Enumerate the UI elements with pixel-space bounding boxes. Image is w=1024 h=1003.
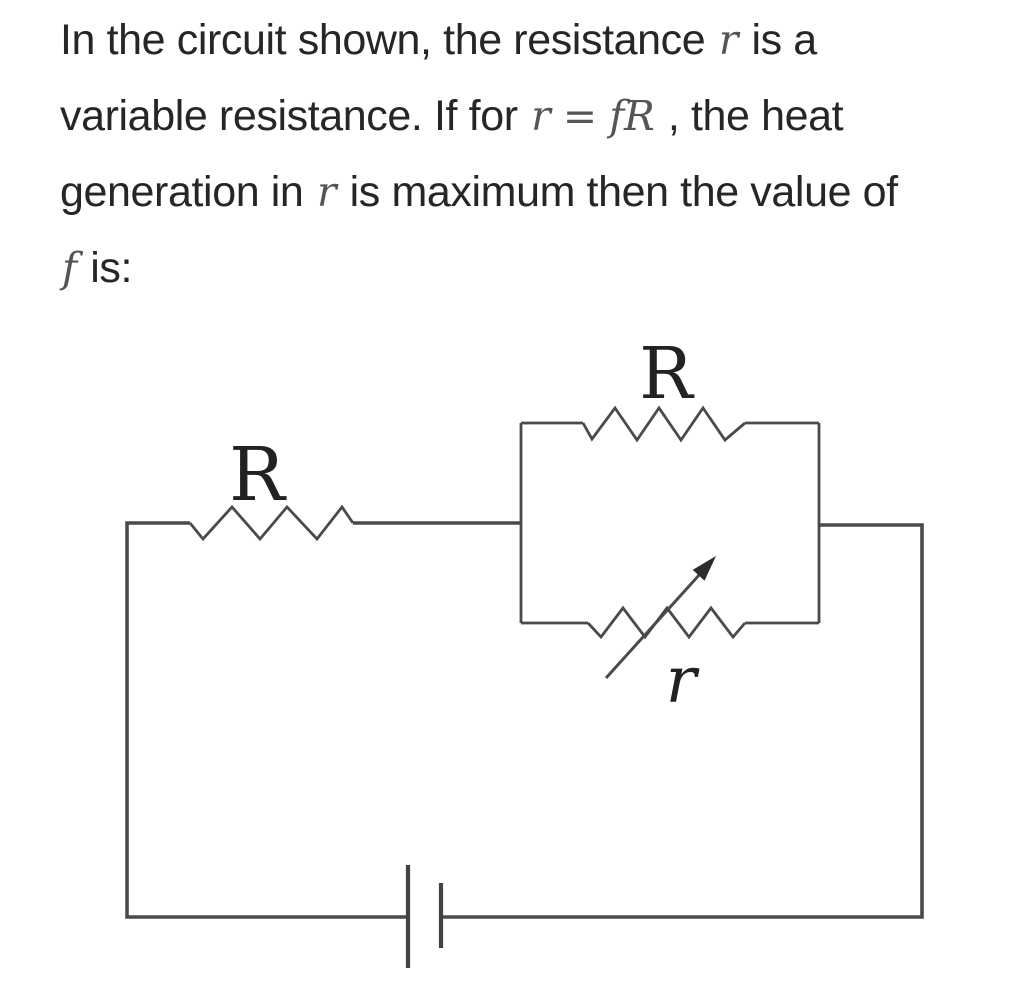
question-text: In the circuit shown, the resistance r i… bbox=[60, 2, 1020, 306]
variable-resistor-label: r bbox=[666, 644, 700, 718]
math-variable-f: f bbox=[62, 244, 77, 292]
question-line-1: In the circuit shown, the resistance r i… bbox=[60, 2, 1020, 78]
variable-resistor-zigzag bbox=[586, 605, 747, 640]
parallel-box-wire bbox=[519, 421, 821, 625]
math-variable-r: r bbox=[718, 16, 739, 64]
parallel-resistor-zigzag bbox=[581, 405, 746, 443]
outer-loop-wire bbox=[125, 521, 924, 919]
variable-resistor-arrow-head bbox=[692, 556, 716, 581]
question-text-segment: generation in bbox=[60, 168, 315, 216]
question-text-segment: is: bbox=[78, 244, 133, 292]
question-text-segment: is a bbox=[739, 16, 817, 64]
parallel-resistor-label: R bbox=[639, 332, 695, 415]
math-equation-r-equals-fR: r = fR bbox=[531, 92, 655, 140]
question-line-4: f is: bbox=[60, 230, 1020, 306]
question-line-2: variable resistance. If for r = fR , the… bbox=[60, 78, 1020, 154]
question-text-segment: In the circuit shown, the resistance bbox=[60, 16, 717, 64]
series-resistor-label: R bbox=[229, 432, 287, 518]
series-resistor-zigzag bbox=[188, 504, 355, 542]
question-line-3: generation in r is maximum then the valu… bbox=[60, 154, 1020, 230]
question-text-segment: variable resistance. If for bbox=[60, 92, 530, 140]
math-variable-r: r bbox=[316, 168, 337, 216]
question-text-segment: , the heat bbox=[656, 92, 844, 140]
question-text-segment: is maximum then the value of bbox=[338, 168, 898, 216]
variable-resistor-arrow-shaft bbox=[604, 572, 702, 680]
